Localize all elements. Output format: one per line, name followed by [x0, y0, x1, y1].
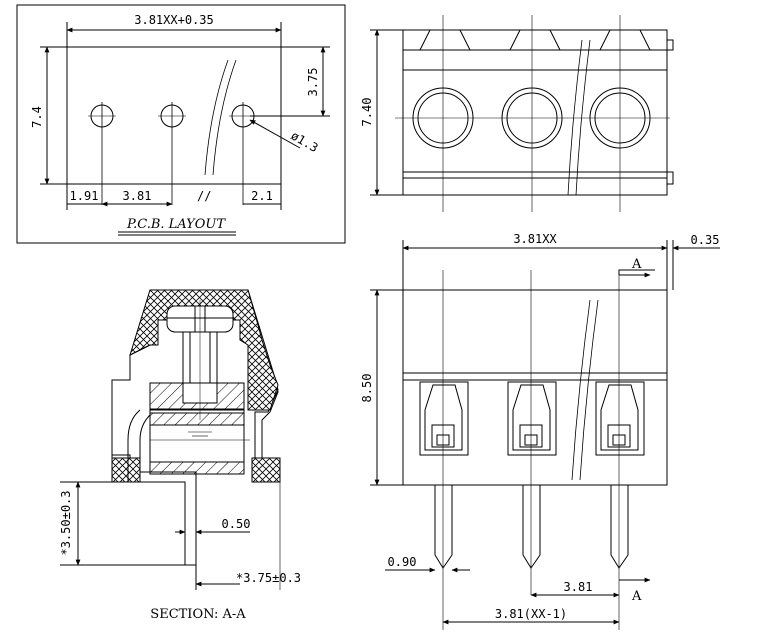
section-marker-top: A [631, 257, 642, 272]
pcb-layout-title: P.C.B. LAYOUT [126, 217, 226, 232]
pcb-layout-view: 3.81XX+0.35 7.4 3.75 ø1.3 // [16, 4, 346, 244]
front-view: 3.81XX 0.35 8.50 A A 0.90 3.81 3.81(XX-1… [360, 232, 720, 630]
front-view-outline [402, 289, 668, 486]
pin [610, 485, 629, 569]
wire-opening [507, 381, 557, 456]
hole-dia-leader [249, 119, 301, 149]
top-view-outline [402, 29, 668, 196]
pin-offset-dim: *3.75±0.3 [236, 571, 301, 585]
front-pitch-dim: 3.81 [564, 580, 593, 594]
front-extra-dim: 0.35 [691, 233, 720, 247]
pcb-layout-frame [16, 4, 346, 244]
svg-text://: // [197, 189, 211, 203]
wire-opening [595, 381, 645, 456]
top-view-height-dim: 7.40 [360, 98, 374, 127]
pcb-height-dim: 7.4 [30, 106, 44, 128]
pin-length-dim: *3.50±0.3 [59, 490, 73, 555]
front-height-dim: 8.50 [360, 374, 374, 403]
wire-opening [419, 381, 469, 456]
pcb-pitch-dim: 3.81 [123, 189, 152, 203]
section-marker-bottom: A [631, 589, 642, 604]
pcb-width-dim: 3.81XX+0.35 [134, 13, 213, 27]
pin-contact [127, 409, 197, 566]
hole-dia-dim: ø1.3 [289, 128, 321, 155]
pin [434, 485, 453, 569]
pin-thickness-dim: 0.50 [222, 517, 251, 531]
front-width-dim: 3.81XX [513, 232, 557, 246]
pcb-right-margin-dim: 2.1 [251, 189, 273, 203]
top-view: 7.40 [360, 15, 674, 212]
pcb-outline [66, 46, 282, 185]
pcb-hole-offset-dim: 3.75 [306, 68, 320, 97]
pin-width-dim: 0.90 [388, 555, 417, 569]
section-view: *3.50±0.3 0.50 *3.75±0.3 SECTION: A-A [59, 289, 301, 622]
section-title: SECTION: A-A [150, 607, 246, 622]
front-total-pitch-dim: 3.81(XX-1) [495, 607, 567, 621]
pin [522, 485, 541, 569]
pcb-left-margin-dim: 1.91 [70, 189, 99, 203]
